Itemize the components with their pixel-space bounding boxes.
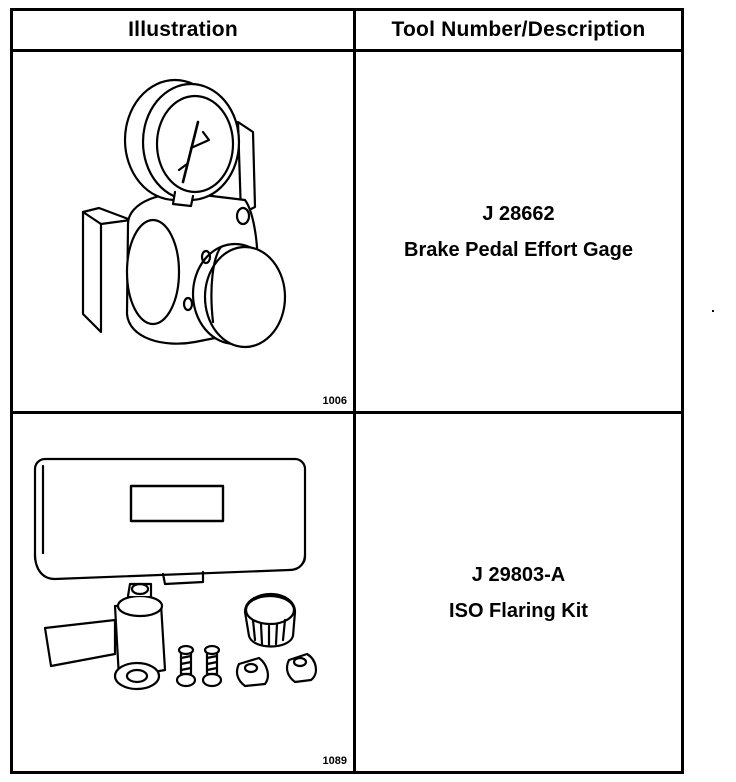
row-2-description-cell: J 29803-A ISO Flaring Kit: [356, 414, 681, 771]
tool-description: ISO Flaring Kit: [449, 599, 588, 622]
column-divider: [353, 11, 356, 771]
row-1-illustration-cell: 1006: [13, 52, 353, 411]
tool-table: Illustration Tool Number/Description: [10, 8, 684, 774]
row-1-description-cell: J 28662 Brake Pedal Effort Gage: [356, 52, 681, 411]
header-illustration: Illustration: [128, 18, 238, 41]
row-2-illustration-cell: 1089: [13, 414, 353, 771]
pedal-effort-gage-icon: [81, 78, 287, 349]
figure-number: 1089: [322, 755, 347, 767]
tool-description: Brake Pedal Effort Gage: [404, 238, 633, 261]
tool-number: J 28662: [482, 202, 555, 225]
figure-number: 1006: [322, 395, 347, 407]
row-divider: [13, 411, 681, 414]
header-tool-number-description: Tool Number/Description: [391, 18, 646, 41]
tool-number: J 29803-A: [471, 563, 566, 586]
header-divider: [13, 49, 681, 52]
scan-dot: [712, 310, 714, 312]
flaring-kit-icon: [33, 457, 317, 691]
